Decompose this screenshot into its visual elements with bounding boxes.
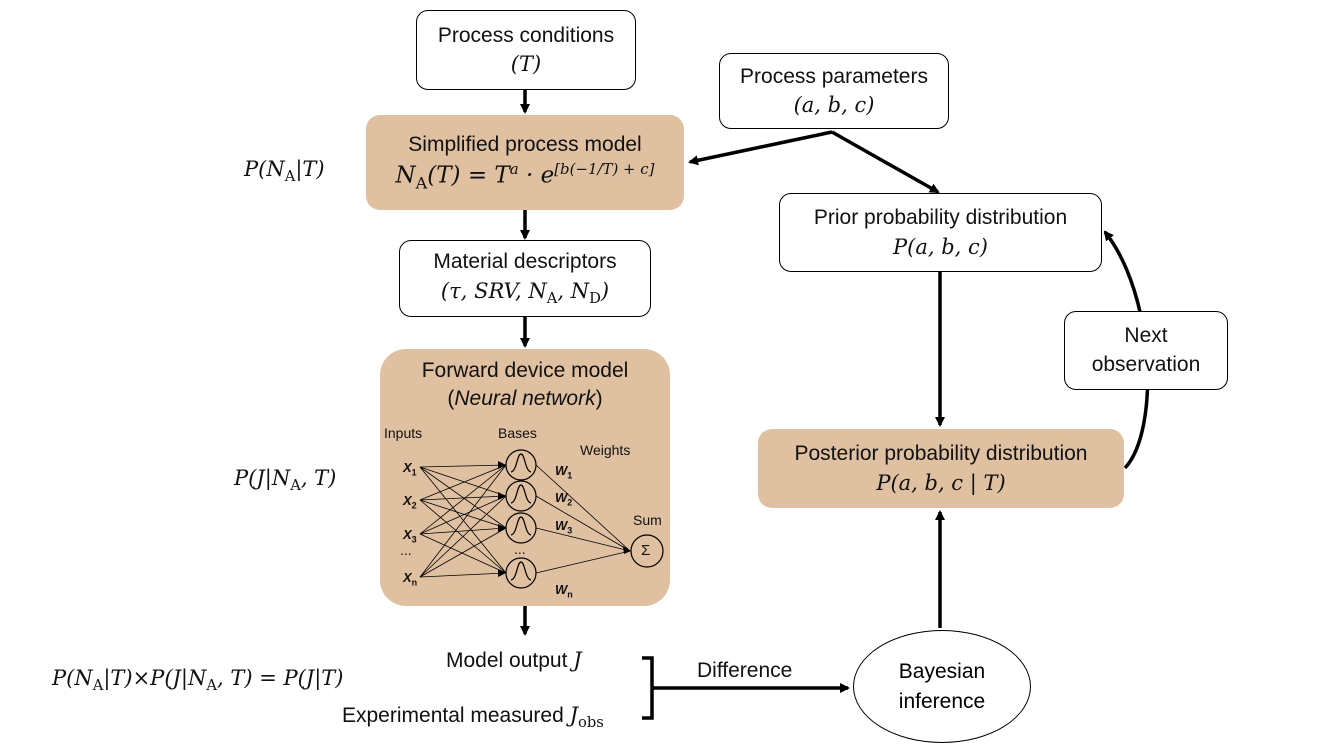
label-chain-rule: P(NA|T)×P(J|NA, T) = P(J|T) [52, 666, 344, 695]
prior-box: Prior probability distribution P(a, b, c… [779, 193, 1102, 272]
neural-network-diagram [419, 449, 664, 589]
posterior-sub: P(a, b, c | T) [876, 470, 1006, 495]
nn-input-x2: X2 [403, 493, 417, 511]
nn-weight-w2: W2 [555, 490, 573, 508]
nn-bases-label: Bases [498, 425, 537, 441]
label-p-j-given-na-t: P(J|NA, T) [234, 466, 337, 495]
simplified-model-title: Simplified process model [408, 132, 642, 156]
arrow-params-to-model [688, 130, 833, 166]
process-parameters-title: Process parameters [740, 64, 928, 88]
nn-input-x1: X1 [403, 460, 417, 478]
nn-sum-symbol: Σ [641, 542, 651, 559]
nn-inputs-label: Inputs [384, 425, 423, 441]
nn-sum-label: Sum [633, 512, 662, 528]
bayesian-inference-ellipse: Bayesian inference [853, 630, 1031, 743]
process-conditions-box: Process conditions (T) [416, 10, 636, 90]
next-observation-box: Next observation [1064, 311, 1228, 390]
nn-inputs-ellipsis: ... [400, 542, 412, 558]
posterior-box: Posterior probability distribution P(a, … [758, 429, 1124, 508]
nn-bases-ellipsis: ... [514, 541, 526, 557]
process-conditions-sub: (T) [510, 52, 542, 76]
forward-device-title: Forward device model [421, 359, 629, 382]
posterior-title: Posterior probability distribution [794, 442, 1088, 466]
label-p-na-given-t: P(NA|T) [244, 157, 325, 186]
weight-connections [535, 464, 631, 574]
input-connections [419, 464, 507, 578]
material-descriptors-sub: (τ, SRV, NA, ND) [440, 278, 610, 307]
nn-input-xn: Xn [403, 570, 418, 588]
forward-device-sub: (Neural network) [447, 387, 603, 411]
simplified-model-formula: NA(T) = Ta · e[b(−1/T) + c] [395, 160, 655, 193]
model-output-label: Model output J [446, 648, 582, 672]
nn-weight-w3: W3 [555, 518, 573, 536]
process-parameters-box: Process parameters (a, b, c) [719, 53, 949, 129]
next-observation-line2: observation [1091, 352, 1201, 376]
simplified-model-box: Simplified process model NA(T) = Ta · e[… [366, 115, 684, 210]
bracket [642, 656, 654, 720]
prior-sub: P(a, b, c) [893, 234, 988, 259]
arrow-params-to-prior [831, 130, 940, 194]
material-descriptors-box: Material descriptors (τ, SRV, NA, ND) [399, 240, 651, 317]
nn-weights-label: Weights [580, 442, 631, 458]
nn-weight-w1: W1 [555, 463, 573, 481]
nn-weight-wn: Wn [555, 582, 573, 600]
process-conditions-title: Process conditions [437, 23, 615, 47]
difference-label: Difference [697, 659, 793, 682]
bayesian-line2: inference [898, 689, 986, 713]
process-parameters-sub: (a, b, c) [793, 93, 875, 117]
experimental-measured-label: Experimental measured Jobs [342, 703, 604, 732]
next-observation-line1: Next [1124, 324, 1168, 348]
nn-input-x3: X3 [403, 527, 417, 545]
material-descriptors-title: Material descriptors [433, 250, 617, 274]
prior-title: Prior probability distribution [813, 206, 1068, 230]
bayesian-line1: Bayesian [898, 660, 986, 684]
